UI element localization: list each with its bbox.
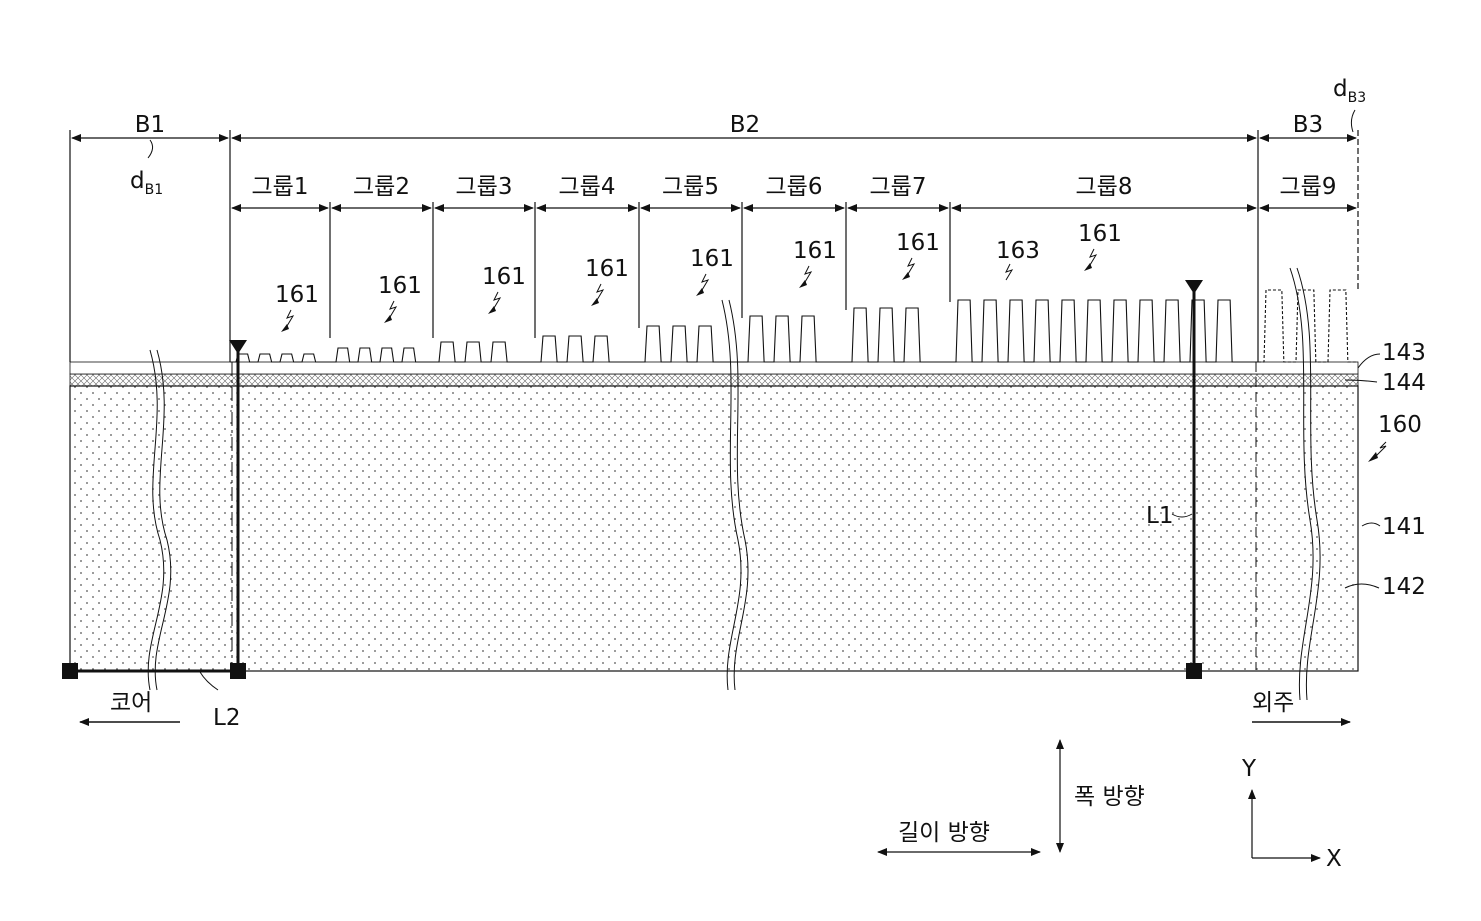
ref-163: 163 <box>996 238 1040 264</box>
ref-143: 143 <box>1382 340 1426 366</box>
ref-161: 161 <box>378 273 422 299</box>
core-direction-label: 코어 <box>110 690 152 716</box>
ref-161: 161 <box>1078 221 1122 247</box>
tooth-profile <box>230 354 330 362</box>
leader-squiggle <box>287 310 293 326</box>
d-b1-label: dB1 <box>130 168 163 198</box>
leader-squiggle <box>1090 249 1096 265</box>
tooth-profile <box>535 336 639 362</box>
group-label: 그룹1 <box>252 174 309 200</box>
width-direction-label: 폭 방향 <box>1074 784 1145 810</box>
tooth-profile <box>433 342 535 362</box>
length-direction-label: 길이 방향 <box>898 820 990 846</box>
ref-142: 142 <box>1382 574 1426 600</box>
tooth-profile <box>330 348 433 362</box>
ref-161: 161 <box>275 282 319 308</box>
band-b1-label: B1 <box>135 112 165 138</box>
tooth-profile <box>1258 290 1358 362</box>
outer-direction-label: 외주 <box>1252 690 1294 716</box>
band-b3-label: B3 <box>1293 112 1323 138</box>
ref-160: 160 <box>1378 412 1422 438</box>
ref-161: 161 <box>482 264 526 290</box>
leader-squiggle <box>702 274 708 290</box>
leader-squiggle <box>597 284 603 300</box>
layer-144 <box>70 374 1358 386</box>
group-label: 그룹6 <box>766 174 823 200</box>
band-b2-label: B2 <box>730 112 760 138</box>
tooth-profile <box>950 300 1258 362</box>
group-label: 그룹4 <box>559 174 616 200</box>
ref-161-group: 161 161 161 161 161 161 161 161 <box>275 221 1122 332</box>
d-b3-label: dB3 <box>1333 76 1366 106</box>
l1-label: L1 <box>1146 503 1173 529</box>
group-label: 그룹5 <box>662 174 719 200</box>
leader-squiggle <box>908 258 914 274</box>
l2-label: L2 <box>213 705 240 731</box>
group-label: 그룹7 <box>870 174 927 200</box>
group-label: 그룹9 <box>1280 174 1337 200</box>
ref-161: 161 <box>585 256 629 282</box>
ref-161: 161 <box>793 238 837 264</box>
ref-144: 144 <box>1382 370 1426 396</box>
group-label: 그룹8 <box>1076 174 1133 200</box>
group-label: 그룹3 <box>456 174 513 200</box>
layer-143 <box>70 362 1358 374</box>
leader-squiggle <box>494 292 500 308</box>
y-axis-label: Y <box>1241 756 1257 782</box>
ref-161: 161 <box>690 246 734 272</box>
ref-141: 141 <box>1382 514 1426 540</box>
tooth-profile <box>639 326 742 362</box>
leader-squiggle <box>390 301 396 317</box>
ref-161: 161 <box>896 230 940 256</box>
tooth-profile <box>846 308 950 362</box>
leader-squiggle <box>805 266 811 282</box>
x-axis-label: X <box>1326 846 1342 872</box>
tab-teeth <box>230 290 1358 362</box>
group-label: 그룹2 <box>353 174 410 200</box>
tooth-profile <box>742 316 846 362</box>
